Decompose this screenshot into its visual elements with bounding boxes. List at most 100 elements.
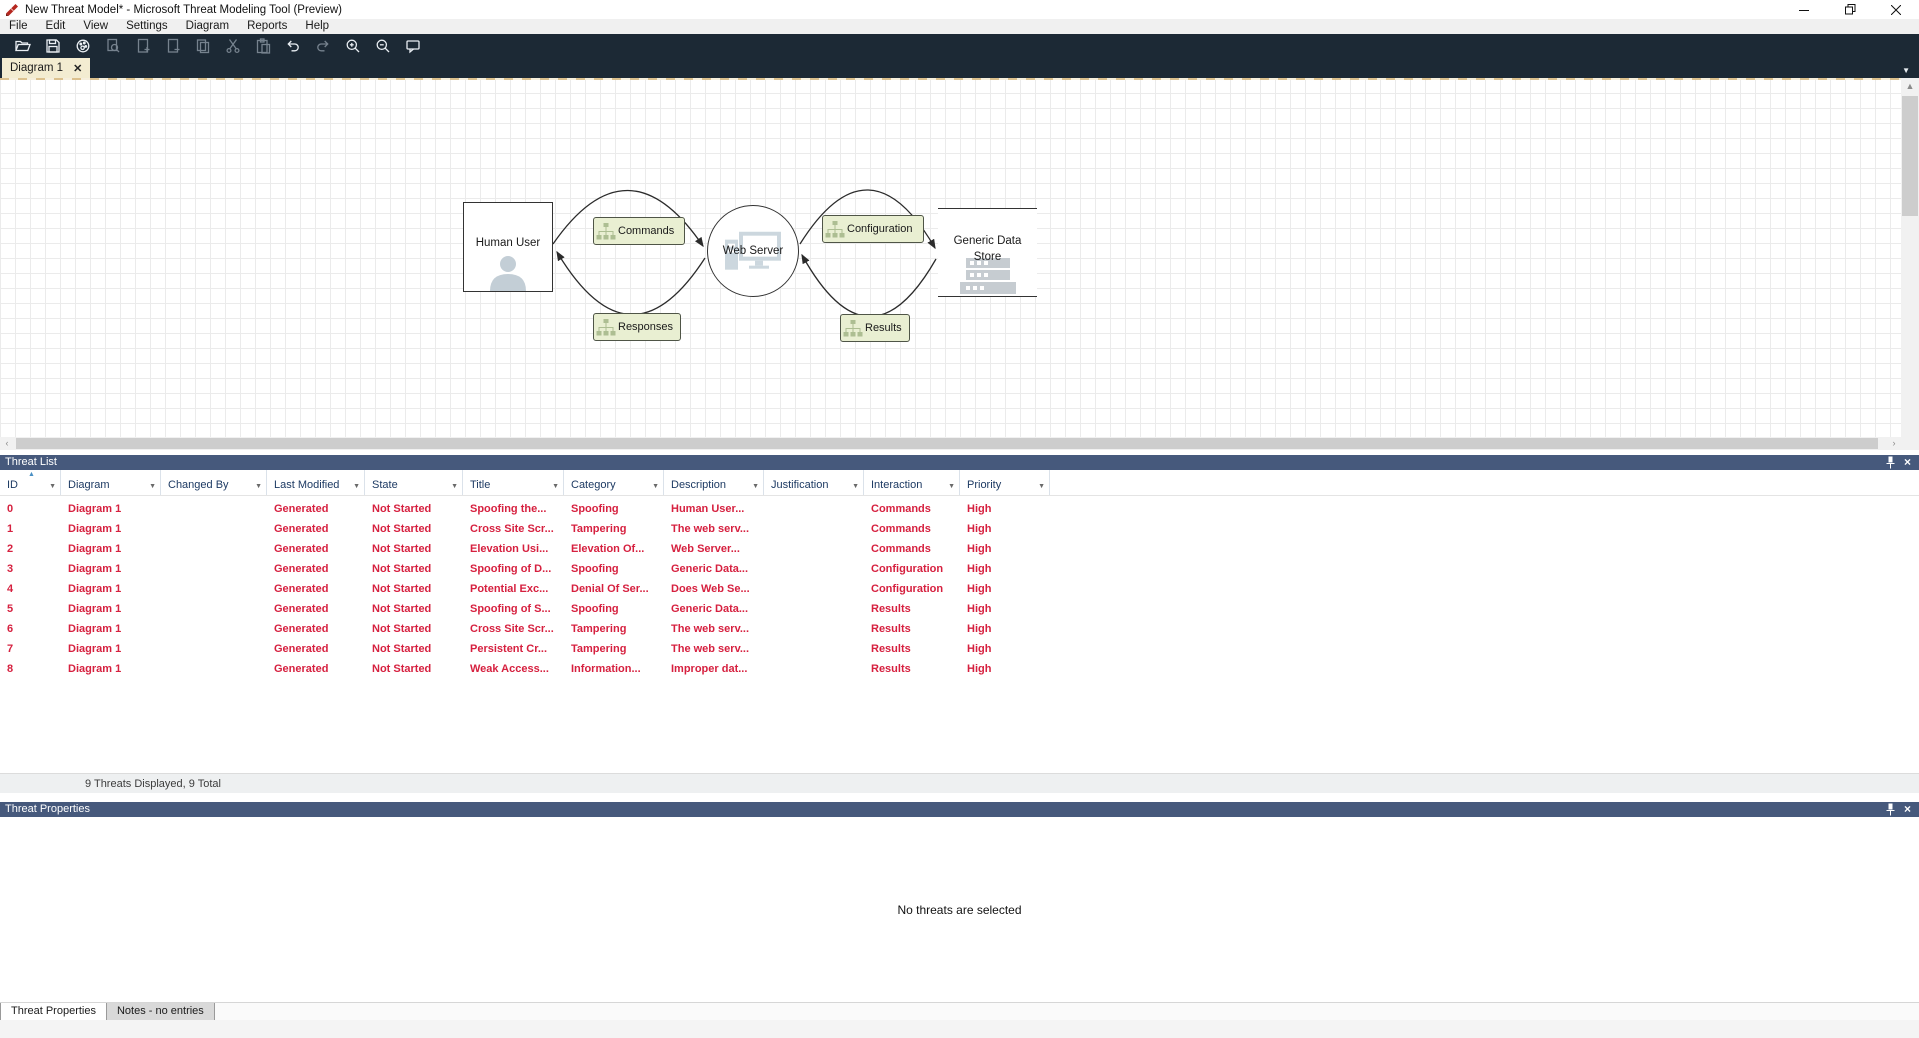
feedback-icon[interactable] [398,34,428,57]
open-icon[interactable] [8,34,38,57]
validate-diagram-icon[interactable] [98,34,128,57]
menu-reports[interactable]: Reports [247,20,288,32]
scroll-up-icon[interactable]: ▲ [1905,81,1915,91]
menu-diagram[interactable]: Diagram [185,20,230,32]
bottom-tab-bar: Threat Properties Notes - no entries [0,1002,1919,1021]
filter-chevron-icon[interactable]: ▼ [752,483,759,490]
column-label: Title [470,479,491,491]
threat-properties-body: No threats are selected [0,817,1919,1002]
table-cell: High [967,583,992,595]
filter-chevron-icon[interactable]: ▼ [353,483,360,490]
filter-chevron-icon[interactable]: ▼ [652,483,659,490]
minimize-icon[interactable] [1781,0,1827,19]
flow-label-commands[interactable]: Commands [593,217,685,245]
menu-edit[interactable]: Edit [45,20,66,32]
menu-view[interactable]: View [83,20,109,32]
table-cell: Generated [274,523,329,535]
table-cell: Information... [571,663,641,675]
table-cell: Generated [274,603,329,615]
report-icon[interactable] [68,34,98,57]
menu-settings[interactable]: Settings [126,20,168,32]
filter-chevron-icon[interactable]: ▼ [451,483,458,490]
column-header-interaction[interactable]: Interaction▼ [864,470,960,495]
column-header-id[interactable]: ID▲▼ [0,470,61,495]
add-diagram-icon[interactable] [128,34,158,57]
tab-diagram-1[interactable]: Diagram 1 ✕ [2,58,91,78]
pin-icon[interactable] [1886,803,1895,816]
column-header-justification[interactable]: Justification▼ [764,470,864,495]
flow-arc-results [801,253,937,318]
vertical-scrollbar[interactable]: ▲ ▼ [1901,78,1919,450]
node-web-server[interactable]: Web Server [707,205,799,297]
table-cell: 2 [7,543,14,555]
diagram-canvas[interactable]: Human User Web Server Generic Data Store [0,78,1901,437]
column-header-title[interactable]: Title ▼ [463,470,564,495]
save-icon[interactable] [38,34,68,57]
tab-overflow-chevron-icon[interactable]: ▼ [1902,66,1910,75]
table-cell: 0 [7,503,14,515]
restore-icon[interactable] [1827,0,1873,19]
flow-label-responses[interactable]: Responses [593,313,681,341]
filter-chevron-icon[interactable]: ▼ [255,483,262,490]
tab-close-icon[interactable]: ✕ [73,62,83,75]
node-generic-data-store[interactable]: Generic Data Store [938,208,1037,297]
cut-icon[interactable] [218,34,248,57]
filter-chevron-icon[interactable]: ▼ [852,483,859,490]
filter-chevron-icon[interactable]: ▼ [552,483,559,490]
vertical-scrollbar-thumb[interactable] [1902,96,1918,216]
filter-chevron-icon[interactable]: ▼ [1038,483,1045,490]
table-cell: Improper dat... [671,663,748,675]
table-cell: 7 [7,643,14,655]
menu-file[interactable]: File [9,20,28,32]
scroll-left-icon[interactable]: ‹ [5,438,9,448]
table-cell: Diagram 1 [68,503,122,515]
filter-chevron-icon[interactable]: ▼ [948,483,955,490]
table-cell: Tampering [571,623,627,635]
table-cell: 5 [7,603,14,615]
column-header-state[interactable]: State▼ [365,470,463,495]
copy-icon[interactable] [188,34,218,57]
close-panel-icon[interactable]: × [1903,455,1911,469]
table-cell: Diagram 1 [68,543,122,555]
close-panel-icon[interactable]: × [1903,802,1911,816]
column-header-description[interactable]: Description▼ [664,470,764,495]
pin-icon[interactable] [1886,456,1895,469]
tab-notes[interactable]: Notes - no entries [106,1003,215,1021]
redo-icon[interactable] [308,34,338,57]
column-header-last-modified[interactable]: Last Modified▼ [267,470,365,495]
remove-diagram-icon[interactable] [158,34,188,57]
undo-icon[interactable] [278,34,308,57]
filter-chevron-icon[interactable]: ▼ [49,483,56,490]
zoom-out-icon[interactable] [368,34,398,57]
flow-label-configuration[interactable]: Configuration [822,215,924,243]
sort-ascending-icon[interactable]: ▲ [28,471,35,478]
filter-chevron-icon[interactable]: ▼ [149,483,156,490]
tab-threat-properties[interactable]: Threat Properties [0,1003,107,1021]
column-header-category[interactable]: Category▼ [564,470,664,495]
paste-icon[interactable] [248,34,278,57]
menu-help[interactable]: Help [305,20,330,32]
table-cell: Spoofing [571,563,619,575]
scroll-right-icon[interactable]: › [1892,438,1896,448]
zoom-in-icon[interactable] [338,34,368,57]
node-label: Human User [475,237,541,249]
close-icon[interactable] [1873,0,1919,19]
column-header-priority[interactable]: Priority▼ [960,470,1050,495]
threat-list-title: Threat List [5,456,57,468]
column-header-diagram[interactable]: Diagram▼ [61,470,161,495]
table-cell: 8 [7,663,14,675]
flow-label-results[interactable]: Results [840,314,910,342]
node-human-user[interactable]: Human User [463,202,553,292]
horizontal-scrollbar[interactable]: ‹ › [0,437,1901,450]
horizontal-scrollbar-thumb[interactable] [16,438,1878,449]
column-header-changed-by[interactable]: Changed By▼ [161,470,267,495]
